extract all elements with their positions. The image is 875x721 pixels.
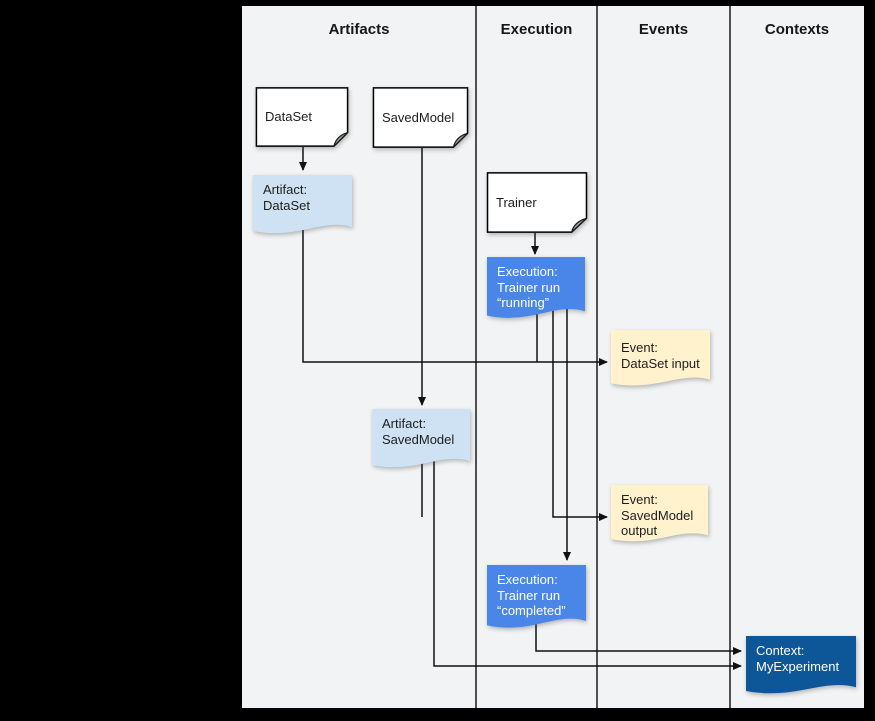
connector-layer — [299, 6, 742, 708]
node-context-myexperiment-label: Context: MyExperiment — [756, 643, 840, 674]
node-event-savedmodel-output: Event: SavedModel output — [611, 485, 708, 548]
document-shape — [372, 87, 469, 148]
wave-shape — [611, 485, 708, 542]
lane-header-events: Events — [638, 21, 689, 38]
node-dataset-label: DataSet — [265, 109, 312, 125]
node-dataset: DataSet — [255, 87, 349, 147]
wave-shape — [487, 565, 586, 628]
lane-header-contexts: Contexts — [764, 21, 830, 38]
document-shape — [486, 172, 588, 233]
node-execution-trainer-completed: Execution: Trainer run “completed” — [487, 565, 586, 635]
node-artifact-savedmodel-label: Artifact: SavedModel — [382, 416, 455, 447]
node-savedmodel-label: SavedModel — [382, 109, 455, 125]
document-shape — [255, 87, 349, 147]
lane-header-execution: Execution — [500, 21, 573, 38]
wave-shape — [611, 330, 710, 386]
node-artifact-dataset-label: Artifact: DataSet — [263, 182, 310, 213]
node-savedmodel: SavedModel — [372, 87, 469, 148]
wave-shape — [487, 257, 585, 318]
node-event-dataset-input: Event: DataSet input — [611, 330, 710, 392]
wave-shape — [746, 636, 856, 694]
wave-shape — [372, 409, 470, 468]
connector-execution-completed-to-context — [535, 620, 742, 655]
connector-artifact-dataset-to-event-dataset-input — [302, 226, 608, 366]
node-artifact-dataset: Artifact: DataSet — [253, 175, 352, 240]
connector-execution-running-to-event-savedmodel-output — [552, 306, 608, 521]
node-trainer: Trainer — [486, 172, 588, 233]
node-trainer-label: Trainer — [496, 194, 537, 210]
node-execution-trainer-completed-label: Execution: Trainer run “completed” — [497, 572, 566, 618]
node-event-dataset-input-label: Event: DataSet input — [621, 340, 700, 371]
node-context-myexperiment: Context: MyExperiment — [746, 636, 856, 700]
node-execution-trainer-running: Execution: Trainer run “running” — [487, 257, 585, 325]
node-artifact-savedmodel: Artifact: SavedModel — [372, 409, 470, 474]
connector-artifact-savedmodel-to-context — [433, 461, 742, 670]
wave-shape — [253, 175, 352, 234]
node-event-savedmodel-output-label: Event: SavedModel output — [621, 492, 694, 538]
lane-header-artifacts: Artifacts — [328, 21, 390, 38]
node-execution-trainer-running-label: Execution: Trainer run “running” — [497, 264, 561, 310]
mlmd-swimlane-diagram: Artifacts Execution Events Contexts Data… — [242, 6, 864, 708]
